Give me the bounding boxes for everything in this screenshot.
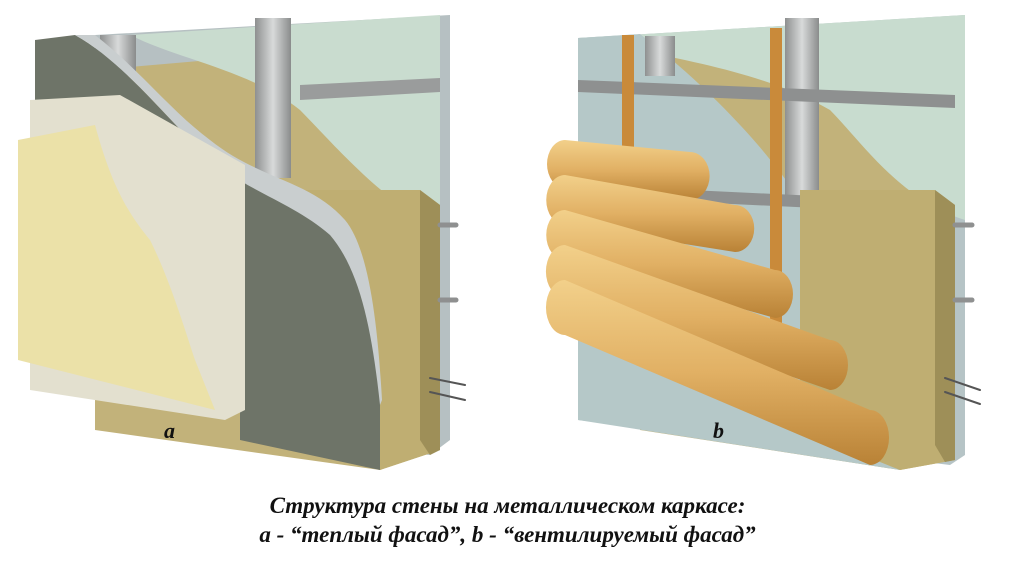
- insulation-board-side: [935, 190, 955, 462]
- label-b: b: [713, 418, 724, 443]
- metal-profile: [785, 18, 819, 198]
- log-board: [545, 280, 890, 465]
- caption-line-1: Структура стены на металлическом каркасе…: [269, 493, 746, 518]
- finish-coat-layer: [18, 125, 215, 410]
- membrane-layer: [130, 15, 440, 230]
- insulation-board-side: [420, 190, 440, 455]
- metal-rail: [300, 78, 440, 100]
- wood-batten: [770, 28, 782, 328]
- membrane-layer: [578, 15, 965, 220]
- wood-batten: [622, 35, 634, 175]
- log-board: [546, 175, 755, 252]
- wall-b-ventilated-facade: [545, 15, 981, 470]
- metal-profile: [255, 18, 291, 178]
- fastener-pins: [944, 222, 981, 405]
- fastener-pins: [429, 222, 466, 401]
- caption-line-2: a - “теплый фасад”, b - “вентилируемый ф…: [259, 522, 756, 547]
- wall-a-warm-facade: [18, 15, 466, 470]
- label-a: a: [164, 418, 175, 443]
- log-board: [545, 245, 848, 390]
- metal-profile: [645, 36, 675, 76]
- gray-plaster-wave: [75, 35, 382, 405]
- log-board: [546, 210, 793, 318]
- metal-rail: [578, 80, 955, 108]
- log-siding-boards: [545, 140, 890, 465]
